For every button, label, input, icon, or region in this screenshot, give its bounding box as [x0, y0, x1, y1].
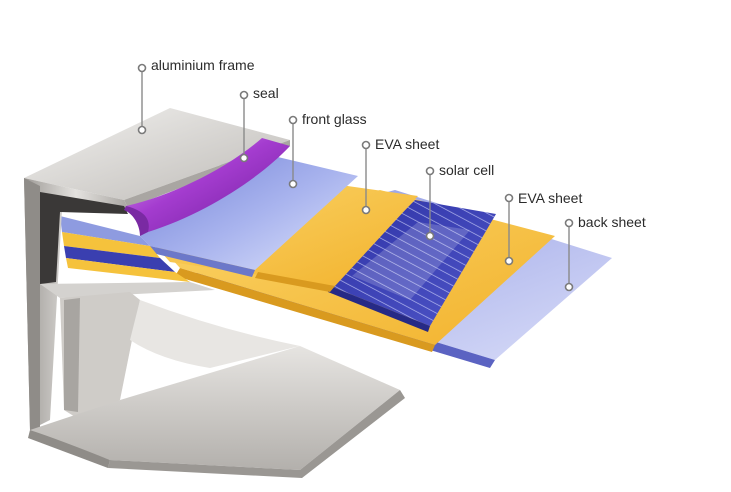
aluminium-frame-label: aluminium frame [151, 57, 255, 73]
leader-dot-icon [564, 282, 574, 292]
label-solar-cell: solar cell [425, 162, 494, 241]
seal-shape [124, 138, 290, 236]
frame-channel-layers [60, 216, 190, 282]
eva-sheet-bottom-label: EVA sheet [518, 190, 582, 206]
label-seal: seal [239, 85, 279, 163]
leader-dot-icon [288, 115, 298, 125]
aluminium-frame-shape [24, 108, 405, 478]
leader-dot-icon [425, 231, 435, 241]
leader-dot-icon [564, 218, 574, 228]
label-aluminium-frame: aluminium frame [137, 57, 255, 135]
label-front-glass: front glass [288, 111, 367, 189]
eva-sheet-top-label: EVA sheet [375, 136, 439, 152]
label-eva-sheet-bottom: EVA sheet [504, 190, 582, 266]
front-glass-label: front glass [302, 111, 367, 127]
solar-cell-layer [328, 200, 496, 332]
leader-dot-icon [137, 125, 147, 135]
leader-dot-icon [239, 90, 249, 100]
leader-dot-icon [239, 153, 249, 163]
label-back-sheet: back sheet [564, 214, 646, 292]
leader-dot-icon [361, 140, 371, 150]
label-eva-sheet-top: EVA sheet [361, 136, 439, 215]
leader-dot-icon [504, 193, 514, 203]
leader-dot-icon [288, 179, 298, 189]
seal-label: seal [253, 85, 279, 101]
solar-cell-label: solar cell [439, 162, 494, 178]
front-glass-layer [140, 148, 358, 277]
leader-dot-icon [504, 256, 514, 266]
leader-dot-icon [425, 166, 435, 176]
back-sheet-label: back sheet [578, 214, 646, 230]
leader-dot-icon [137, 63, 147, 73]
leader-dot-icon [361, 205, 371, 215]
